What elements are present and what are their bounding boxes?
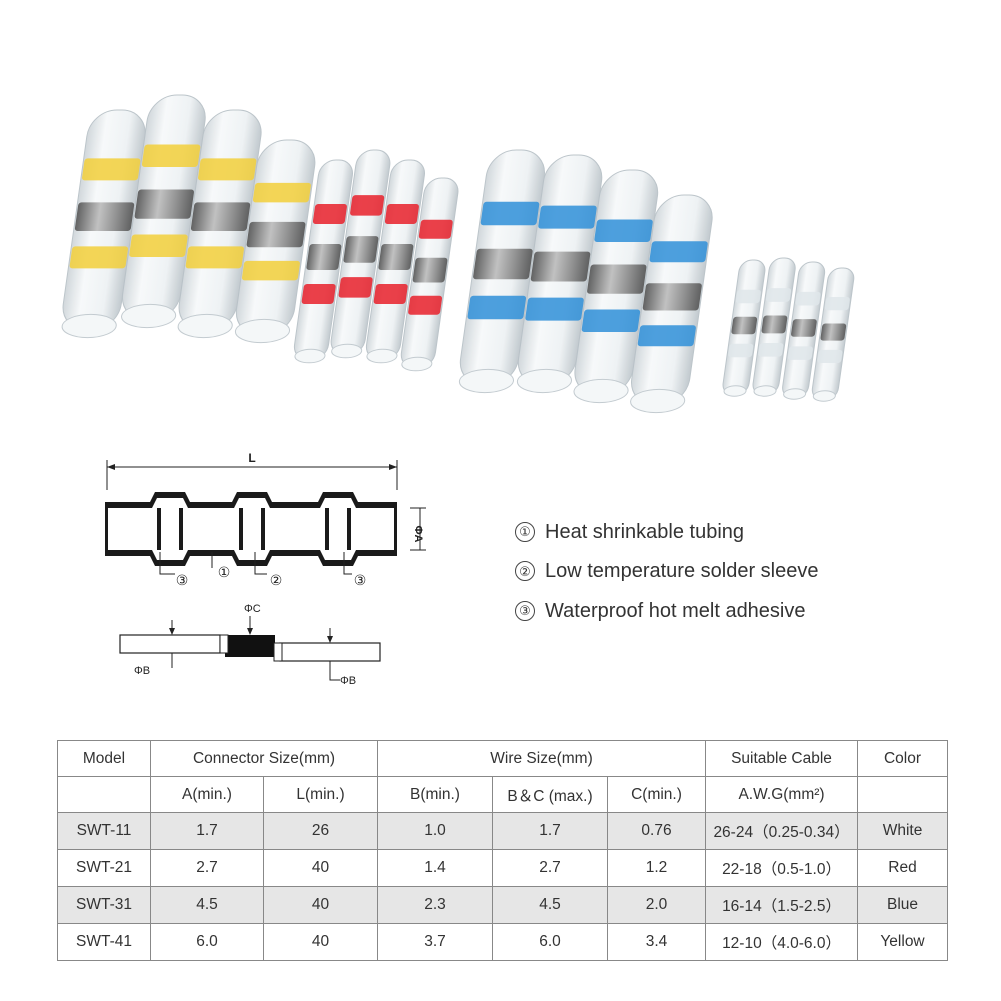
connector-tube: [458, 149, 545, 394]
blue-connector-bundle: [458, 149, 713, 414]
wire-right: [279, 642, 381, 662]
header-color: Color: [857, 740, 949, 777]
connector-tube: [365, 159, 425, 364]
subheader-b: B(min.): [377, 776, 493, 813]
callout-3a: ③: [176, 572, 189, 588]
legend-number: ②: [515, 561, 535, 582]
connector-tube: [61, 109, 146, 339]
solder-joint: [225, 635, 275, 657]
legend-text: Low temperature solder sleeve: [545, 560, 819, 583]
yellow-connector-bundle: [61, 94, 316, 344]
header-model: Model: [57, 740, 151, 777]
header-wire-size: Wire Size(mm): [376, 740, 707, 777]
label-B-left: ΦB: [134, 665, 150, 677]
white-connector-bundle: [722, 257, 855, 402]
connector-tube: [177, 109, 262, 339]
callout-3b: ③: [354, 572, 367, 588]
spec-table: Model Connector Size(mm) Wire Size(mm) S…: [57, 740, 949, 961]
connector-tube: [400, 177, 459, 372]
header-connector-size: Connector Size(mm): [150, 740, 378, 777]
label-L: L: [248, 451, 255, 465]
red-connector-bundle: [293, 149, 459, 372]
component-legend: ① Heat shrinkable tubing ② Low temperatu…: [515, 512, 818, 631]
table-row: SWT-31 4.5 40 2.3 4.5 2.0 16-14（1.5-2.5）…: [57, 886, 949, 924]
legend-item-adhesive: ③ Waterproof hot melt adhesive: [515, 591, 818, 631]
connector-tube: [722, 259, 766, 397]
table-row: SWT-41 6.0 40 3.7 6.0 3.4 12-10（4.0-6.0）…: [57, 923, 949, 961]
legend-text: Heat shrinkable tubing: [545, 520, 745, 543]
connector-tube: [293, 159, 353, 364]
connector-diagram: L ΦA ③ ① ② ③ ΦC ΦB ΦB: [105, 451, 426, 687]
callout-2: ②: [270, 572, 283, 588]
subheader-l: L(min.): [263, 776, 378, 813]
table-row: SWT-21 2.7 40 1.4 2.7 1.2 22-18（0.5-1.0）…: [57, 849, 949, 887]
connector-tube: [630, 194, 713, 414]
label-A: ΦA: [412, 526, 424, 543]
table-subheader-row: A(min.) L(min.) B(min.) B＆C (max.) C(min…: [57, 776, 949, 813]
connector-tube: [752, 257, 796, 397]
legend-number: ③: [515, 600, 535, 621]
product-photo: [61, 94, 855, 414]
wire-left: [119, 634, 221, 654]
header-suitable-cable: Suitable Cable: [705, 740, 859, 777]
subheader-bc: B＆C (max.): [492, 776, 608, 813]
table-row: SWT-11 1.7 26 1.0 1.7 0.76 26-24（0.25-0.…: [57, 812, 949, 850]
legend-text: Waterproof hot melt adhesive: [545, 599, 806, 622]
connector-tube: [811, 267, 855, 402]
connector-tube: [234, 139, 316, 344]
label-B-right: ΦB: [340, 675, 356, 687]
subheader-c: C(min.): [606, 776, 707, 813]
legend-item-solder: ② Low temperature solder sleeve: [515, 552, 818, 592]
callout-1: ①: [218, 564, 231, 580]
tube-cross-section: [105, 492, 397, 566]
table-header-row: Model Connector Size(mm) Wire Size(mm) S…: [57, 740, 949, 777]
subheader-a: A(min.): [150, 776, 264, 813]
label-C: ΦC: [244, 603, 261, 615]
subheader-awg: A.W.G(mm²): [705, 776, 859, 813]
connector-tube: [782, 261, 826, 400]
legend-item-tubing: ① Heat shrinkable tubing: [515, 512, 818, 552]
legend-number: ①: [515, 521, 535, 542]
connector-tube: [330, 149, 391, 359]
